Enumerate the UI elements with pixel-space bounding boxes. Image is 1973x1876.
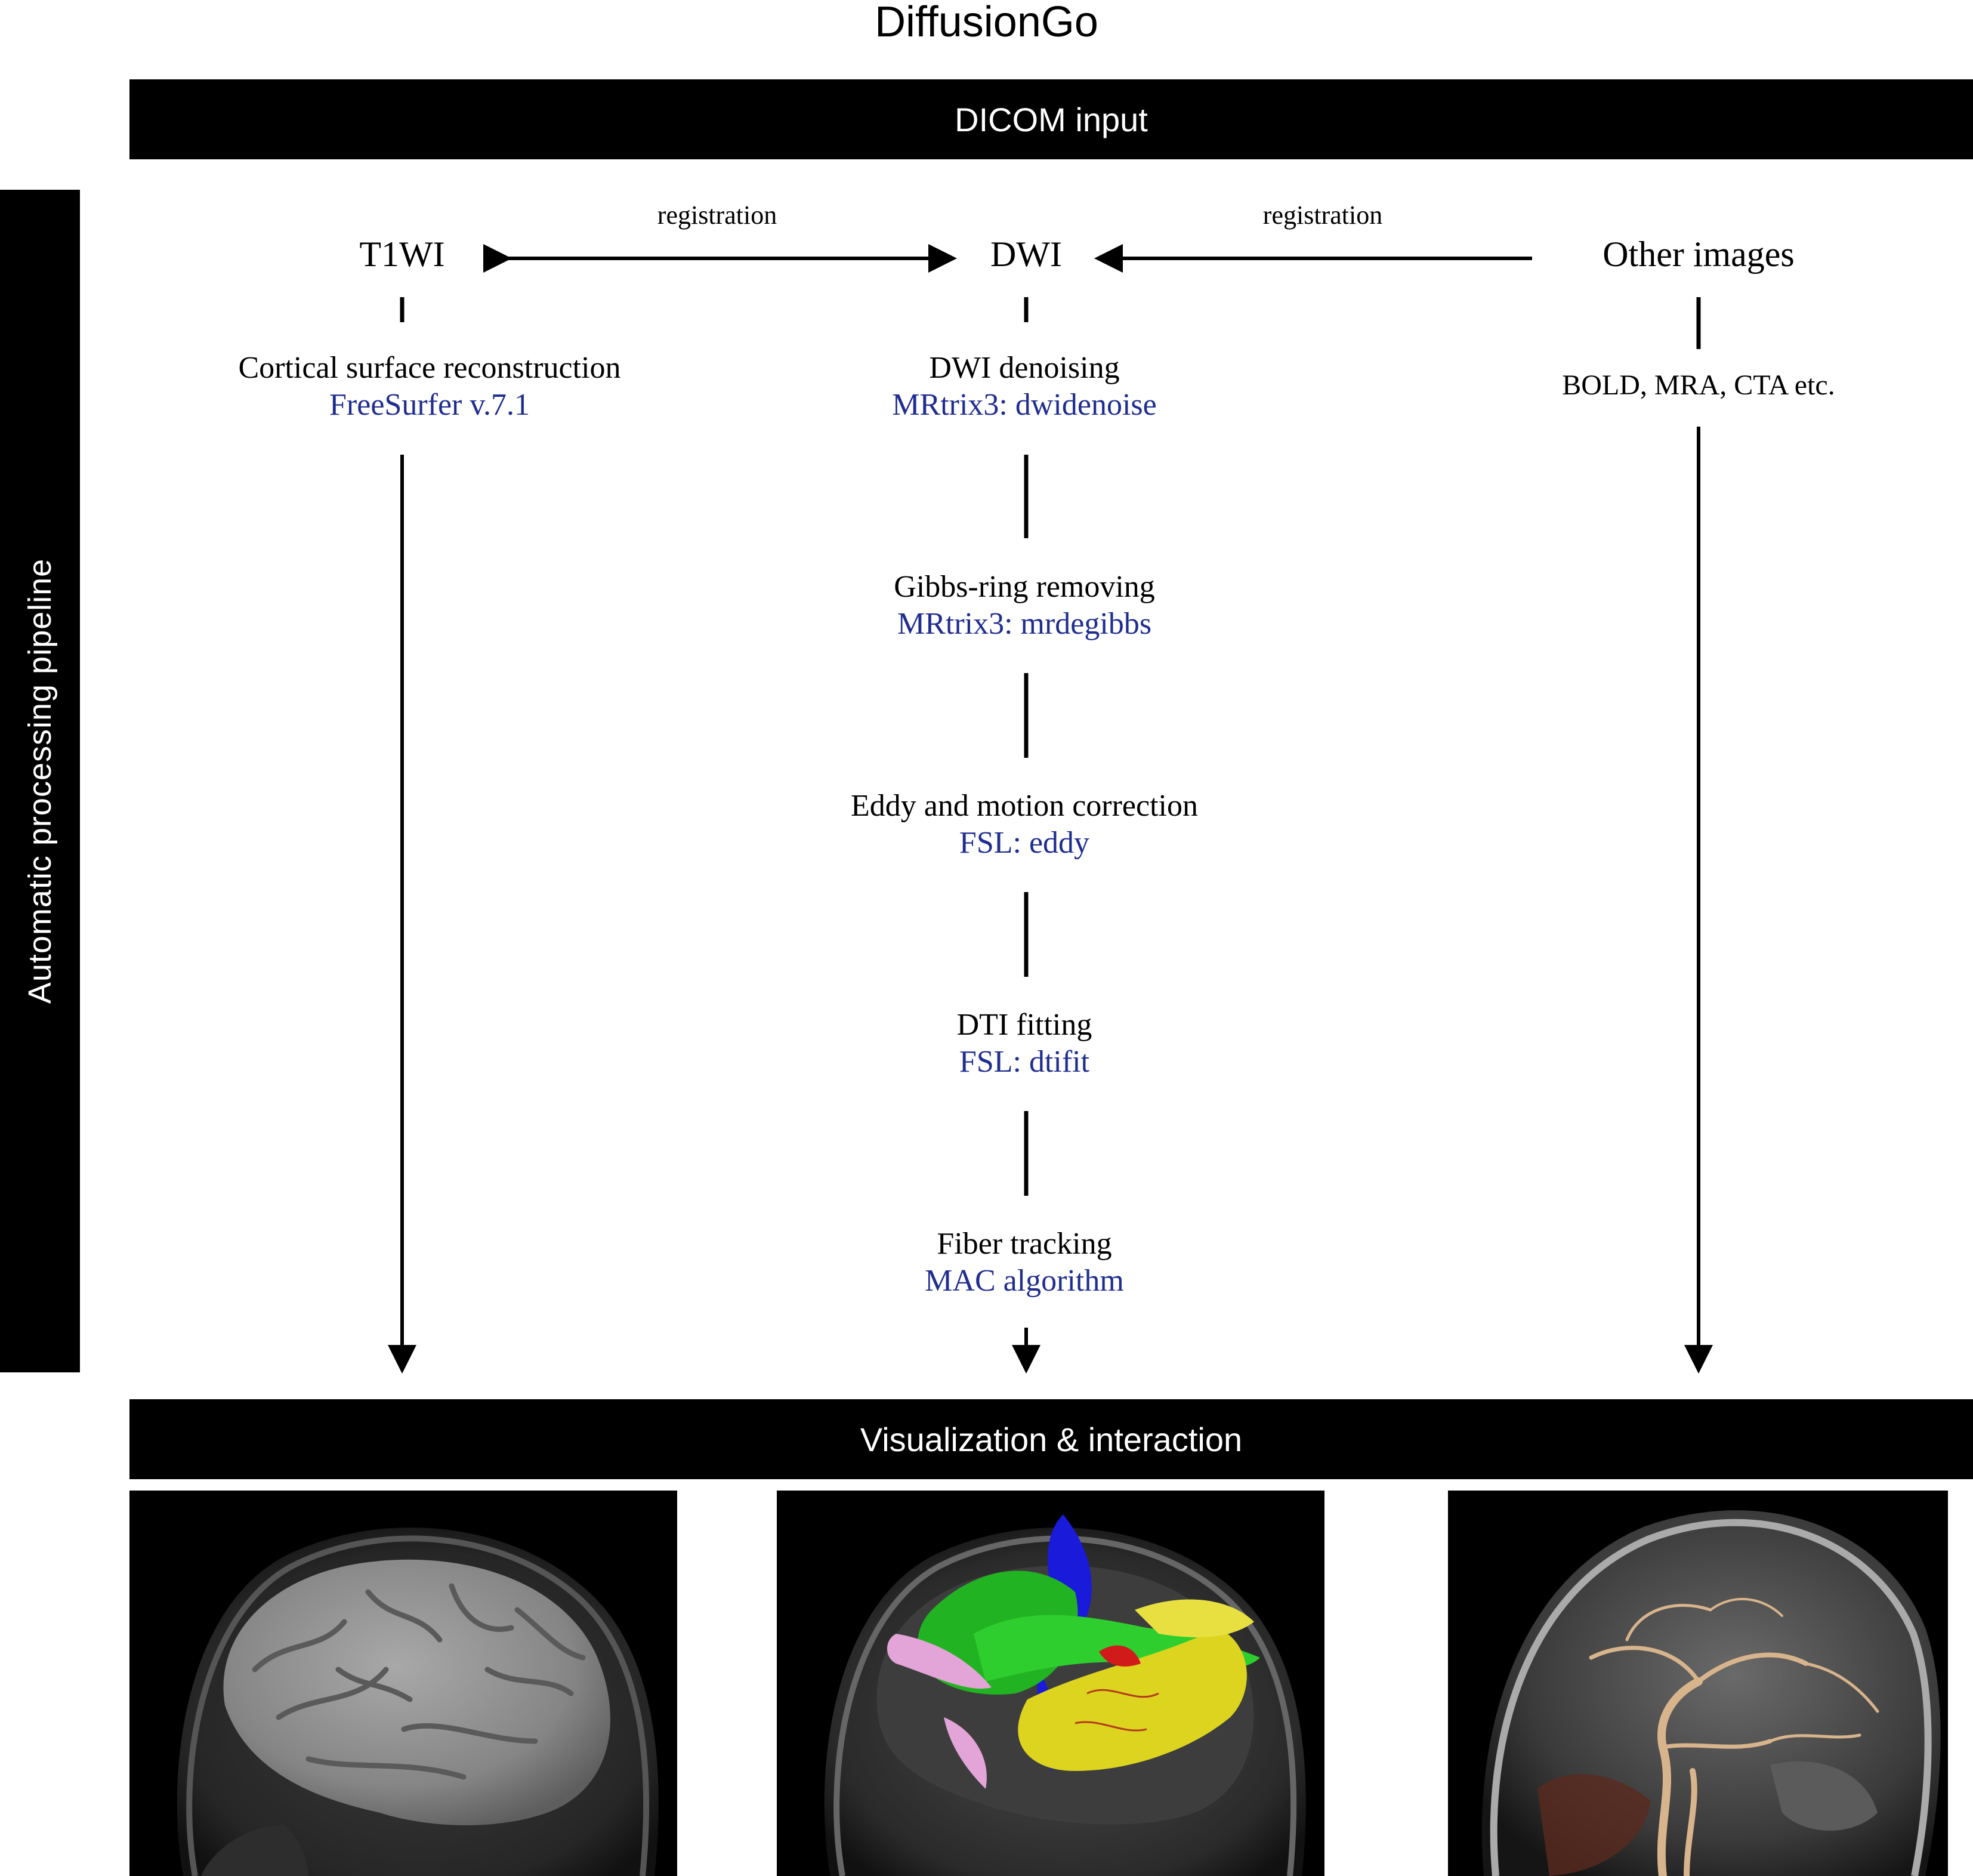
dwi-step-name: Fiber tracking [937, 1227, 1112, 1261]
angiography-image [1481, 1510, 1941, 1876]
visualization-label: Visualization & interaction [860, 1420, 1243, 1458]
visualization-bar: Visualization & interaction [129, 1399, 1973, 1479]
node-t1wi: T1WI [359, 234, 445, 274]
dwi-step-dti: DTI fitting FSL: dtifit [957, 1007, 1092, 1081]
fiber-tract-image [824, 1514, 1306, 1876]
dwi-step-tool: MRtrix3: mrdegibbs [897, 607, 1152, 641]
dwi-step-fiber: Fiber tracking MAC algorithm [925, 1226, 1124, 1300]
dwi-step-tool: MAC algorithm [925, 1264, 1124, 1298]
dwi-step-tool: FSL: eddy [959, 826, 1090, 860]
t1-step-name: Cortical surface reconstruction [238, 351, 621, 385]
registration-label-right: registration [1262, 200, 1383, 230]
registration-label-left: registration [657, 200, 777, 230]
dwi-step-tool: MRtrix3: dwidenoise [892, 388, 1157, 422]
dwi-step-name: Eddy and motion correction [851, 789, 1198, 823]
node-other-images: Other images [1603, 234, 1795, 274]
cortical-surface-render [129, 1491, 677, 1876]
dicom-input-bar: DICOM input [129, 79, 1973, 159]
fiber-tract-render [777, 1491, 1324, 1876]
brain-surface-image [177, 1528, 659, 1876]
t1-step: Cortical surface reconstruction FreeSurf… [238, 350, 620, 424]
dwi-step-denoising: DWI denoising MRtrix3: dwidenoise [892, 350, 1156, 424]
dwi-step-name: DTI fitting [956, 1008, 1092, 1042]
dwi-step-gibbs: Gibbs-ring removing MRtrix3: mrdegibbs [894, 569, 1155, 643]
pipeline-side-bar: Automatic processing pipeline [0, 190, 80, 1372]
dwi-step-eddy: Eddy and motion correction FSL: eddy [851, 788, 1198, 862]
diagram-title: DiffusionGo [875, 0, 1098, 46]
dwi-step-name: DWI denoising [929, 351, 1120, 385]
other-images-note: BOLD, MRA, CTA etc. [1562, 369, 1835, 401]
dicom-input-label: DICOM input [955, 100, 1148, 138]
dwi-step-name: Gibbs-ring removing [894, 570, 1155, 604]
dwi-step-tool: FSL: dtifit [959, 1045, 1090, 1079]
node-dwi: DWI [990, 234, 1062, 274]
angiography-render [1448, 1491, 1948, 1876]
t1-step-tool: FreeSurfer v.7.1 [329, 388, 530, 422]
